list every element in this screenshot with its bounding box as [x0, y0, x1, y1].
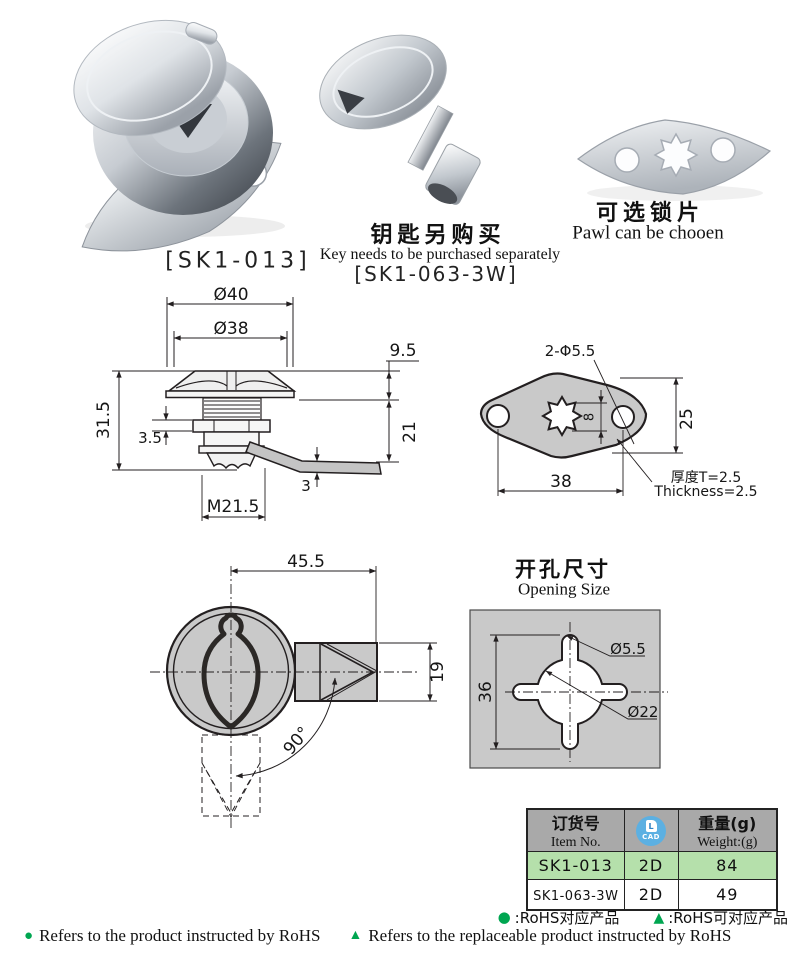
- weight-en: Weight:(g): [697, 835, 758, 850]
- thickness-en: Thickness=2.5: [654, 484, 758, 500]
- item-cell: SK1-063-3W: [526, 879, 625, 911]
- weight-cell: 49: [677, 879, 778, 911]
- cad-icon-label: CAD: [642, 833, 660, 841]
- rohs-note-zh: ● :RoHS对应产品 ▲ :RoHS可对应产品: [498, 907, 788, 928]
- cad-link[interactable]: 2D: [638, 856, 664, 875]
- col-cad-header: L CAD: [623, 808, 679, 852]
- table-row: SK1-063-3W 2D 49: [526, 879, 778, 911]
- dim-19: 19: [428, 661, 448, 683]
- table-row: SK1-013 2D 84: [526, 851, 778, 880]
- pawl-photo: [576, 119, 772, 201]
- col-item-header: 订货号 Item No.: [526, 808, 625, 852]
- cad-cell[interactable]: 2D: [623, 879, 679, 911]
- item-no-zh: 订货号: [551, 814, 600, 833]
- dim-25: 25: [677, 408, 697, 430]
- dim-9-5: 9.5: [389, 341, 417, 361]
- item-cell: SK1-013: [526, 851, 625, 880]
- dim-d22: Ø22: [627, 703, 659, 721]
- dim-38: 38: [550, 472, 572, 492]
- rohs-circle-icon: ●: [24, 927, 34, 944]
- dim-21: 21: [400, 421, 420, 443]
- rohs-circle-icon: ●: [497, 908, 511, 926]
- key-note-en: Key needs to be purchased separately: [319, 246, 561, 263]
- rohs-triangle-text-zh: :RoHS可对应产品: [668, 909, 788, 927]
- spec-table: 订货号 Item No. L CAD 重量(g) Weight:(g) SK1-…: [526, 808, 778, 911]
- rohs-circle-text-en: Refers to the product instructed by RoHS: [39, 926, 321, 945]
- rohs-triangle-icon: ▲: [348, 928, 363, 943]
- lock-photo: [73, 19, 285, 252]
- weight-cell: 84: [677, 851, 778, 880]
- rohs-triangle-text-en: Refers to the replaceable product instru…: [368, 926, 732, 945]
- weight-value: 84: [716, 856, 739, 875]
- dim-45-5: 45.5: [287, 552, 325, 572]
- weight-value: 49: [716, 885, 739, 904]
- side-view-drawing: [112, 297, 419, 521]
- rohs-circle-text-zh: :RoHS对应产品: [514, 909, 620, 927]
- key-photo: [319, 34, 481, 205]
- item-no-en: Item No.: [550, 835, 601, 850]
- opening-size-drawing: [469, 609, 668, 769]
- dim-m21-5: M21.5: [206, 497, 260, 517]
- col-weight-header: 重量(g) Weight:(g): [677, 808, 778, 852]
- key-note-zh: 钥匙另购买: [370, 223, 506, 248]
- cad-cell[interactable]: 2D: [623, 851, 679, 880]
- dim-d5-5: Ø5.5: [610, 640, 646, 658]
- pawl-note-zh: 可选锁片: [595, 201, 705, 226]
- dim-3-5: 3.5: [138, 429, 162, 447]
- dim-8: 8: [582, 412, 598, 422]
- item-value: SK1-013: [538, 856, 613, 875]
- rohs-note-en: ● Refers to the product instructed by Ro…: [24, 926, 794, 946]
- dim-36: 36: [476, 681, 496, 703]
- dim-31-5: 31.5: [94, 401, 114, 439]
- cad-icon: L CAD: [636, 815, 666, 846]
- cad-doc-icon: L: [645, 820, 657, 832]
- table-header-row: 订货号 Item No. L CAD 重量(g) Weight:(g): [526, 808, 778, 852]
- dim-d40: Ø40: [213, 285, 249, 305]
- key-item-label: [SK1-063-3W]: [354, 262, 518, 286]
- dim-2xd5-5: 2-Φ5.5: [544, 342, 596, 360]
- pawl-drawing: [479, 359, 683, 496]
- dim-d38: Ø38: [213, 319, 249, 339]
- cap-tab: [185, 21, 218, 45]
- dim-3: 3: [301, 477, 311, 495]
- rohs-triangle-icon: ▲: [653, 909, 665, 926]
- pawl-note-en: Pawl can be chooen: [572, 222, 724, 244]
- opening-title-zh: 开孔尺寸: [515, 557, 611, 582]
- top-view-drawing: [150, 566, 437, 828]
- cad-link[interactable]: 2D: [638, 885, 664, 904]
- item-value: SK1-063-3W: [533, 889, 619, 904]
- thickness-zh: 厚度T=2.5: [670, 470, 742, 486]
- lock-item-label: [SK1-013]: [165, 248, 311, 274]
- opening-title-en: Opening Size: [517, 579, 611, 599]
- weight-zh: 重量(g): [698, 814, 757, 833]
